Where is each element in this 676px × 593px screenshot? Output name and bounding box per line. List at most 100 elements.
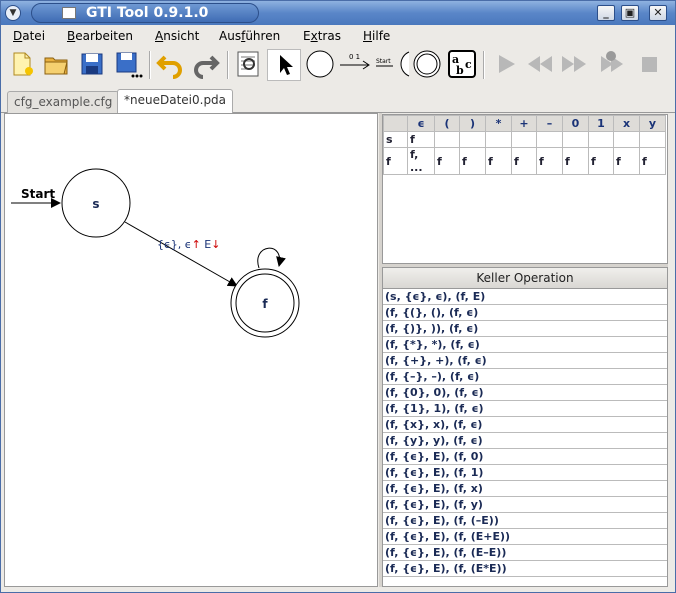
list-item[interactable]: (f, {y}, y), (f, ϵ) bbox=[383, 433, 667, 449]
transition-table[interactable]: ϵ ( ) * + – 0 1 x y s f bbox=[382, 114, 668, 264]
table-cell[interactable]: f bbox=[407, 131, 435, 148]
menu-bearbeiten[interactable]: Bearbeiten bbox=[67, 29, 133, 43]
close-button[interactable]: ✕ bbox=[649, 5, 667, 21]
keller-operation-table[interactable]: Keller Operation (s, {ϵ}, ϵ), (f, E) (f,… bbox=[382, 267, 668, 587]
list-item[interactable]: (f, {–}, –), (f, ϵ) bbox=[383, 369, 667, 385]
new-file-icon[interactable] bbox=[7, 49, 37, 79]
table-header-cell[interactable]: ϵ bbox=[407, 115, 435, 132]
add-state-icon[interactable] bbox=[304, 49, 336, 79]
play-icon[interactable] bbox=[491, 49, 521, 79]
save-icon[interactable] bbox=[77, 49, 107, 79]
table-cell[interactable] bbox=[639, 131, 666, 148]
menu-datei[interactable]: Datei bbox=[13, 29, 46, 43]
self-loop-f[interactable] bbox=[257, 247, 286, 269]
undo-icon[interactable] bbox=[155, 49, 185, 79]
tab-neue-datei[interactable]: *neueDatei0.pda bbox=[117, 89, 234, 114]
list-item[interactable]: (s, {ϵ}, ϵ), (f, E) bbox=[383, 289, 667, 305]
table-row: s f bbox=[383, 131, 666, 148]
table-header-cell[interactable]: + bbox=[511, 115, 537, 132]
start-label: Start bbox=[21, 187, 55, 201]
menu-ausfuehren[interactable]: Ausführen bbox=[219, 29, 281, 43]
list-item[interactable]: (f, {ϵ}, E), (f, (E*E)) bbox=[383, 561, 667, 577]
split-divider[interactable] bbox=[379, 113, 382, 587]
maximize-button[interactable]: ▣ bbox=[621, 5, 639, 21]
list-item[interactable]: (f, {1}, 1), (f, ϵ) bbox=[383, 401, 667, 417]
table-cell[interactable]: f bbox=[536, 147, 563, 175]
keller-header[interactable]: Keller Operation bbox=[383, 268, 667, 289]
table-cell[interactable]: f bbox=[588, 147, 614, 175]
transition-s-f[interactable] bbox=[124, 221, 238, 287]
table-header-cell[interactable]: ) bbox=[459, 115, 486, 132]
redo-icon[interactable] bbox=[191, 49, 221, 79]
list-item[interactable]: (f, {ϵ}, E), (f, (E+E)) bbox=[383, 529, 667, 545]
table-cell[interactable]: f bbox=[562, 147, 589, 175]
table-cell[interactable]: f bbox=[383, 147, 408, 175]
list-item[interactable]: (f, {ϵ}, E), (f, (E–E)) bbox=[383, 545, 667, 561]
auto-step-icon[interactable] bbox=[597, 49, 627, 79]
table-header-cell[interactable]: 1 bbox=[588, 115, 614, 132]
step-forward-icon[interactable] bbox=[559, 49, 589, 79]
table-cell[interactable] bbox=[536, 131, 563, 148]
table-cell[interactable]: f, ... bbox=[407, 147, 435, 175]
table-cell[interactable] bbox=[459, 131, 486, 148]
start-state-icon[interactable]: Start bbox=[375, 49, 411, 79]
list-item[interactable]: (f, {+}, +), (f, ϵ) bbox=[383, 353, 667, 369]
list-item[interactable]: (f, {ϵ}, E), (f, 1) bbox=[383, 465, 667, 481]
diagram-canvas[interactable]: Start s {ϵ}, ϵ↑ E↓ f bbox=[4, 113, 378, 587]
table-cell[interactable]: f bbox=[613, 147, 640, 175]
table-cell[interactable]: s bbox=[383, 131, 408, 148]
save-as-icon[interactable] bbox=[113, 49, 143, 79]
table-cell[interactable] bbox=[562, 131, 589, 148]
list-item[interactable]: (f, {0}, 0), (f, ϵ) bbox=[383, 385, 667, 401]
add-transition-icon[interactable]: 0 1 bbox=[338, 49, 372, 79]
list-item[interactable]: (f, {(}, (), (f, ϵ) bbox=[383, 305, 667, 321]
final-state-icon[interactable] bbox=[411, 49, 443, 79]
state-s[interactable]: s bbox=[61, 168, 131, 238]
list-item[interactable]: (f, {*}, *), (f, ϵ) bbox=[383, 337, 667, 353]
table-cell[interactable]: f bbox=[459, 147, 486, 175]
minimize-button[interactable]: _ bbox=[597, 5, 615, 21]
enter-word-icon[interactable]: a b c bbox=[447, 49, 477, 79]
open-folder-icon[interactable] bbox=[41, 49, 71, 79]
table-cell[interactable] bbox=[613, 131, 640, 148]
table-cell[interactable] bbox=[485, 131, 512, 148]
list-item[interactable]: (f, {x}, x), (f, ϵ) bbox=[383, 417, 667, 433]
table-cell[interactable] bbox=[511, 131, 537, 148]
panel-divider[interactable] bbox=[382, 264, 668, 267]
table-cell[interactable] bbox=[434, 131, 460, 148]
table-cell[interactable]: f bbox=[511, 147, 537, 175]
toolbar-separator bbox=[227, 51, 229, 79]
word-letter-a: a bbox=[452, 53, 459, 66]
list-item[interactable]: (f, {ϵ}, E), (f, 0) bbox=[383, 449, 667, 465]
table-cell[interactable] bbox=[588, 131, 614, 148]
select-cursor-icon[interactable] bbox=[269, 49, 299, 79]
table-header-cell[interactable]: ( bbox=[434, 115, 460, 132]
table-header-cell[interactable]: * bbox=[485, 115, 512, 132]
menu-extras[interactable]: Extras bbox=[303, 29, 341, 43]
tab-cfg-example[interactable]: cfg_example.cfg bbox=[7, 91, 120, 113]
table-cell[interactable]: f bbox=[485, 147, 512, 175]
window-menu-button[interactable]: ▼ bbox=[5, 5, 21, 21]
menu-ansicht[interactable]: Ansicht bbox=[155, 29, 200, 43]
list-item[interactable]: (f, {ϵ}, E), (f, y) bbox=[383, 497, 667, 513]
table-header-cell[interactable]: y bbox=[639, 115, 666, 132]
table-header-cell[interactable]: – bbox=[536, 115, 563, 132]
table-cell[interactable]: f bbox=[639, 147, 666, 175]
title-bar[interactable]: ▼ GTI Tool 0.9.1.0 _ ▣ ✕ bbox=[1, 1, 675, 25]
document-view-icon[interactable] bbox=[233, 49, 263, 79]
table-cell[interactable]: f bbox=[434, 147, 460, 175]
state-f[interactable]: f bbox=[230, 268, 300, 338]
list-item[interactable]: (f, {)}, )), (f, ϵ) bbox=[383, 321, 667, 337]
stop-icon[interactable] bbox=[635, 49, 665, 79]
start-tool-label: Start bbox=[376, 58, 391, 65]
list-item[interactable]: (f, {ϵ}, E), (f, x) bbox=[383, 481, 667, 497]
window-title: GTI Tool 0.9.1.0 bbox=[86, 5, 209, 21]
list-item[interactable]: (f, {ϵ}, E), (f, (–E)) bbox=[383, 513, 667, 529]
table-header-cell[interactable] bbox=[383, 115, 408, 132]
step-back-icon[interactable] bbox=[525, 49, 555, 79]
menu-hilfe[interactable]: Hilfe bbox=[363, 29, 391, 43]
transition-label[interactable]: {ϵ}, ϵ↑ E↓ bbox=[157, 238, 220, 251]
table-header-cell[interactable]: 0 bbox=[562, 115, 589, 132]
table-header-cell[interactable]: x bbox=[613, 115, 640, 132]
